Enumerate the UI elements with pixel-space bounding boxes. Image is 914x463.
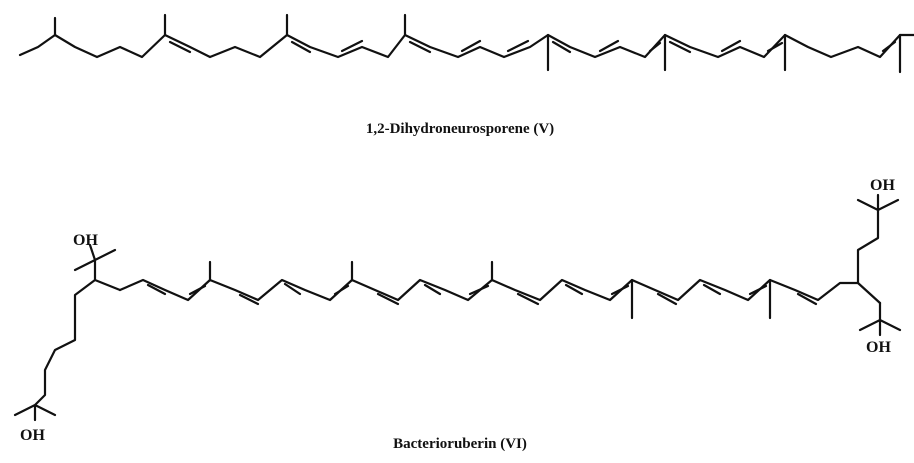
structure-bacterioruberin: OH OH OH OH: [13, 177, 902, 444]
double-bond-lines-vi: [146, 282, 818, 306]
left-end-group-bonds: [13, 243, 122, 422]
oh-label-right-top: OH: [870, 177, 895, 194]
methyl-branch-bonds-vi: [208, 260, 772, 320]
main-chain-bonds-vi: [118, 278, 882, 305]
right-end-group-bonds: [856, 193, 902, 337]
structure-dihydroneurosporene: [18, 13, 914, 74]
methyl-branch-bonds-v: [53, 13, 902, 74]
structure-vi-caption: Bacterioruberin (VI): [393, 436, 527, 452]
oh-label-left-bottom: OH: [20, 427, 45, 444]
oh-label-left-top: OH: [73, 232, 98, 249]
structure-v-caption: 1,2-Dihydroneurosporene (V): [365, 121, 555, 137]
double-bond-lines-v: [168, 39, 897, 54]
main-chain-bonds-v: [18, 33, 914, 59]
oh-label-right-bottom: OH: [866, 339, 891, 356]
